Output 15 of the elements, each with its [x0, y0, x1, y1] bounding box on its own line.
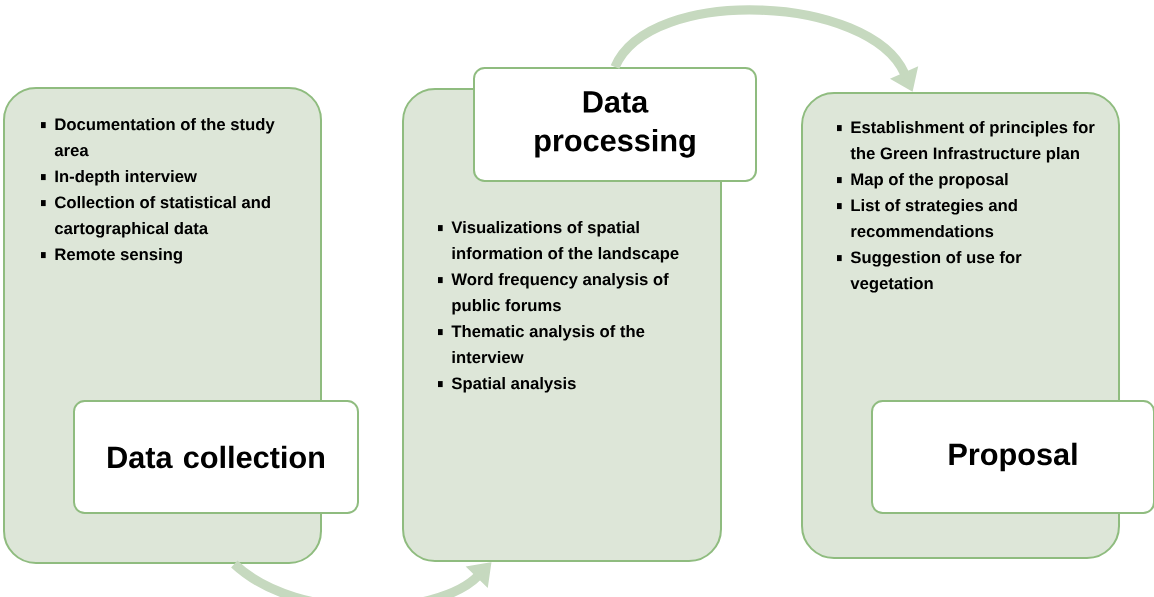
bullet-item: Spatial analysis [438, 377, 576, 393]
title-box: Data collection [73, 400, 359, 514]
bullet-item: Map of the proposal [837, 173, 1008, 189]
bullet-item: Establishment of principles for the Green Infrastructure plan [837, 121, 1095, 163]
title-box: Proposal [871, 400, 1154, 514]
bullet-item: Visualizations of spatial information of the landscape [438, 221, 679, 263]
bullet-item: In-depth interview [41, 170, 197, 186]
bullet-item: Remote sensing [41, 248, 182, 264]
bullet-item: Word frequency analysis of public forums [438, 273, 669, 315]
bullet-item: Collection of statistical and cartographical data [41, 196, 270, 238]
bullet-item: Documentation of the study area [41, 118, 275, 157]
title-box: Data processing [473, 67, 757, 182]
bullet-item: List of strategies and recommendations [837, 199, 1017, 238]
bullet-item: Suggestion of use for vegetation [837, 251, 1022, 293]
bullet-item: Thematic analysis of the interview [438, 325, 645, 364]
